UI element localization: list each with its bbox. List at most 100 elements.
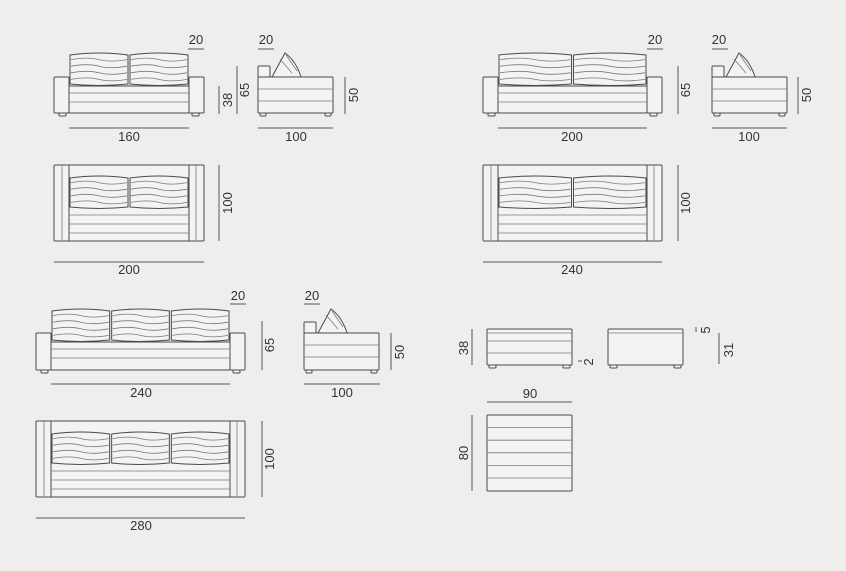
cushion-seam [70, 193, 128, 198]
foot [370, 369, 378, 374]
line-art [325, 314, 339, 330]
ottoman-front-view [486, 328, 573, 369]
foot [609, 364, 618, 369]
cushion-seam [172, 436, 229, 441]
ottoman-side-view [607, 328, 684, 369]
side-body [257, 76, 334, 114]
dim-label-depth: 100 [738, 129, 760, 144]
cushion-seam [130, 64, 188, 69]
sofa-2-seat-large-side-view [711, 52, 788, 117]
cushion-seam [574, 70, 646, 75]
cushion-seam [574, 57, 646, 62]
foot [488, 364, 497, 369]
cushion-seam [172, 313, 229, 318]
dim-label-feet-height: 2 [581, 358, 596, 365]
cushion-seam [172, 333, 229, 338]
ottoman-top-view [486, 414, 573, 492]
backrest [303, 321, 317, 334]
seat-base [50, 341, 231, 371]
dim-label-back-offset: 20 [712, 32, 726, 47]
line-art [733, 58, 747, 74]
foot [58, 112, 67, 117]
foot [673, 364, 682, 369]
armrest [229, 332, 246, 371]
seat-base [68, 85, 190, 114]
backrest [257, 65, 271, 78]
seat-base [497, 85, 648, 114]
foot [562, 364, 571, 369]
cushion-seam [574, 77, 646, 82]
foot [305, 369, 313, 374]
armrest [482, 76, 499, 114]
cushion-seam [52, 320, 109, 325]
foot [324, 112, 332, 117]
sofa-3-seat-top-view [35, 420, 246, 498]
dim-label-depth: 100 [220, 192, 235, 214]
cushion-seam [112, 456, 169, 461]
cushion-seam [52, 456, 109, 461]
cushion-seam [574, 193, 646, 198]
sofa-3-seat-front-view [35, 308, 246, 374]
cushion-seam [499, 180, 571, 185]
foot [713, 112, 721, 117]
dim-label-seat-width: 200 [561, 129, 583, 144]
cushion-seam [172, 449, 229, 454]
cushion-seam [574, 180, 646, 185]
sofa-3-seat-dimensions: 20 65 240 20 50 100 100 280 [36, 288, 407, 533]
dim-label-body-height: 31 [721, 343, 736, 357]
cushion-seam [52, 313, 109, 318]
cushion-seam [130, 70, 188, 75]
cushion-seam [172, 326, 229, 331]
sofa-2-seat-dimensions: 20 38 65 160 20 50 100 100 200 [54, 32, 361, 277]
dim-label-total-height: 65 [262, 338, 277, 352]
backrest [711, 65, 725, 78]
cushion-seam [574, 64, 646, 69]
cushion-seam [130, 57, 188, 62]
dim-label-total-width: 240 [561, 262, 583, 277]
line-art [331, 310, 344, 328]
cushion-seam [70, 187, 128, 192]
cushion-seam [130, 193, 188, 198]
dim-label-depth: 100 [285, 129, 307, 144]
dim-label-total-height: 65 [678, 83, 693, 97]
armrest [53, 76, 70, 114]
cushion-seam [499, 200, 571, 205]
pillow [725, 52, 756, 78]
line-art [279, 58, 293, 74]
sofa-2-seat-large-top-view [482, 164, 663, 242]
cushion-seam [574, 200, 646, 205]
dim-label-depth: 100 [262, 448, 277, 470]
dim-label-back-offset: 20 [259, 32, 273, 47]
pillow [317, 308, 348, 334]
ottoman-body [486, 328, 573, 366]
sofa-2-seat-side-view [257, 52, 334, 117]
cushion-seam [52, 333, 109, 338]
cushion-seam [112, 436, 169, 441]
armrest [646, 76, 663, 114]
sofa-2-seat-large-dimensions: 20 65 200 20 50 100 100 240 [483, 32, 814, 277]
dim-label-depth: 80 [456, 446, 471, 460]
cushion-seam [70, 200, 128, 205]
foot [259, 112, 267, 117]
foot [487, 112, 496, 117]
cushion-seam [130, 187, 188, 192]
cushion-seam [112, 320, 169, 325]
cushion-seam [70, 77, 128, 82]
cushion-seam [112, 333, 169, 338]
cushion-seam [112, 449, 169, 454]
armrest [188, 76, 205, 114]
dim-label-arm-height: 50 [392, 345, 407, 359]
sofa-3-seat-side-view [303, 308, 380, 374]
dim-label-back-offset: 20 [648, 32, 662, 47]
dim-label-top-thickness: 5 [698, 326, 713, 333]
dim-label-back-offset: 20 [231, 288, 245, 303]
cushion-seam [112, 313, 169, 318]
cushion-seam [499, 77, 571, 82]
dim-label-total-width: 280 [130, 518, 152, 533]
cushion-seam [499, 187, 571, 192]
cushion-seam [130, 200, 188, 205]
cushion-seam [172, 320, 229, 325]
dim-label-depth: 100 [678, 192, 693, 214]
